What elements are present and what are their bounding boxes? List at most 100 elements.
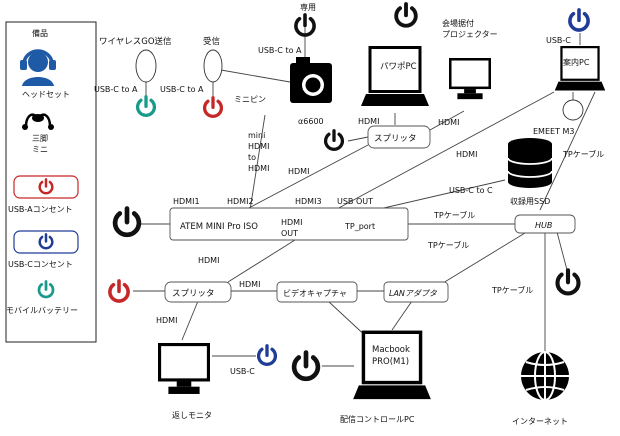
emeet-speaker-icon <box>562 99 584 121</box>
wireless-go-transmitter <box>135 49 157 83</box>
powerpoint-pc-icon <box>360 45 430 108</box>
projector-icon <box>449 57 491 102</box>
control-pc-power-icon <box>294 353 318 379</box>
wire-power-splitter <box>347 136 369 142</box>
minipin-label: ミニピン <box>234 95 266 104</box>
legend-usb-c-label: USB-Cコンセント <box>8 260 73 269</box>
internet-globe-icon <box>521 351 569 401</box>
powerpoint-pc-label: パワポPC <box>380 62 417 72</box>
emeet-label: EMEET M3 <box>533 127 575 136</box>
internet-label: インターネット <box>512 417 568 426</box>
atem-tp-port-label: TP_port <box>344 222 375 231</box>
wire-splitter-projector <box>429 110 465 131</box>
receiver-usb-a-power-icon <box>202 96 224 119</box>
mobile-battery-icon <box>135 95 157 118</box>
lan-adapter-label: LANアダプタ <box>389 289 438 298</box>
hub-label: HUB <box>535 221 552 230</box>
hdmi1-label: HDMI1 <box>173 197 200 206</box>
wire-guide-hub <box>539 91 596 211</box>
splitter-bottom-usb-a-power-icon <box>108 279 130 303</box>
hdmi2-label: HDMI2 <box>227 197 254 206</box>
legend-battery-label: モバイルバッテリー <box>6 306 78 315</box>
usb-c-monitor-label: USB-C <box>230 367 255 376</box>
hdmi-monitor-label: HDMI <box>156 316 177 325</box>
wire-guide-atem <box>334 91 555 211</box>
wire-atem-splitter <box>227 239 296 283</box>
splitter-top-box <box>367 125 431 149</box>
control-pc-label: 配信コントロールPC <box>340 414 415 424</box>
camera-icon <box>290 57 332 103</box>
usbc-to-a-label-2: USB-C to A <box>160 85 204 94</box>
atem-hdmi-out-label-1: HDMI <box>281 218 302 227</box>
lan-adapter-box <box>383 281 449 303</box>
atem-label: ATEM MINI Pro ISO <box>180 222 258 232</box>
capture-label: ビデオキャプチャ <box>283 288 347 298</box>
wire-splitter-monitor <box>181 300 199 341</box>
hdmi-projector-label: HDMI <box>438 118 459 127</box>
wire-camera-atem <box>249 114 266 211</box>
usbc-to-a-label-1: USB-C to A <box>94 85 138 94</box>
legend-usb-a-label: USB-Aコンセント <box>8 205 73 214</box>
splitter-bottom-box <box>164 281 232 303</box>
headset-icon <box>20 49 56 86</box>
mini-hdmi-label-3: to <box>248 153 256 162</box>
atem-power-icon <box>115 209 139 235</box>
tp-cable-lan-label: TPケーブル <box>427 240 469 250</box>
camera-dedicated-label: 専用 <box>300 2 316 12</box>
powerpoint-pc-power-icon <box>394 2 418 28</box>
tp-cable-atem-label: TPケーブル <box>433 210 475 220</box>
capture-box <box>276 281 358 303</box>
guide-pc-usb-c-power-icon <box>568 8 590 32</box>
projector-label-1: 会場据付 <box>442 18 474 28</box>
hdmi-pc-label: HDMI <box>358 117 379 126</box>
wire-splitter-atem <box>244 144 369 211</box>
hdmi-out-splitter-label: HDMI <box>198 256 219 265</box>
usbc-to-a-camera-label: USB-C to A <box>258 46 302 55</box>
legend-tripod-label-2: ミニ <box>32 145 48 154</box>
ssd-icon <box>507 138 553 188</box>
wire-ssd-atem <box>374 179 506 211</box>
hdmi-guide-label: HDMI <box>456 150 477 159</box>
tp-cable-internet-label: TPケーブル <box>491 285 533 295</box>
splitter-top-power-icon <box>323 129 345 152</box>
wire-receiver-camera <box>220 69 291 83</box>
camera-model-label: α6600 <box>298 117 324 126</box>
hub-power-icon <box>558 270 579 293</box>
wireless-go-label: ワイヤレスGO送信 <box>99 36 172 47</box>
splitter-top-label: スプリッタ <box>374 134 417 144</box>
receiver-label: 受信 <box>203 36 221 47</box>
connection-lines <box>133 16 596 367</box>
monitor-usb-c-power-icon <box>256 344 278 367</box>
hdmi3-label: HDMI3 <box>295 197 322 206</box>
guide-pc-label: 案内PC <box>563 57 590 67</box>
mini-hdmi-label-1: mini <box>248 131 265 140</box>
usb-out-label: USB OUT <box>337 197 373 206</box>
hub-box <box>514 214 576 234</box>
mini-hdmi-label-2: HDMI <box>248 142 269 151</box>
macbook-label-1: Macbook <box>372 345 410 355</box>
wire-hub-lan <box>442 232 526 284</box>
legend-panel: 備品 ヘッドセット 三脚 ミニ USB-Aコンセント USB-Cコンセント モバ… <box>5 21 97 343</box>
hdmi-splitter-capture-label: HDMI <box>239 280 260 289</box>
atem-switcher-box <box>169 207 409 241</box>
mini-hdmi-label-4: HDMI <box>248 164 269 173</box>
macbook-label-2: PRO(M1) <box>372 357 409 367</box>
wire-lan-macbook <box>391 300 413 331</box>
projector-label-2: プロジェクター <box>442 30 498 39</box>
wireless-go-receiver <box>203 49 223 83</box>
wire-hub-power <box>556 231 568 271</box>
ssd-label: 収録用SSD <box>510 196 550 206</box>
legend-tripod-label-1: 三脚 <box>32 133 48 143</box>
tripod-icon <box>22 113 54 130</box>
return-monitor-icon <box>158 342 210 396</box>
hdmi-middle-label: HDMI <box>288 167 309 176</box>
guide-pc-icon <box>553 46 607 92</box>
return-monitor-label: 返しモニタ <box>172 411 212 420</box>
usbc-to-c-label: USB-C to C <box>449 186 493 195</box>
atem-hdmi-out-label-2: OUT <box>281 229 298 238</box>
legend-title: 備品 <box>32 28 48 38</box>
splitter-bottom-label: スプリッタ <box>172 289 215 299</box>
tp-cable-guide-label: TPケーブル <box>562 149 604 159</box>
